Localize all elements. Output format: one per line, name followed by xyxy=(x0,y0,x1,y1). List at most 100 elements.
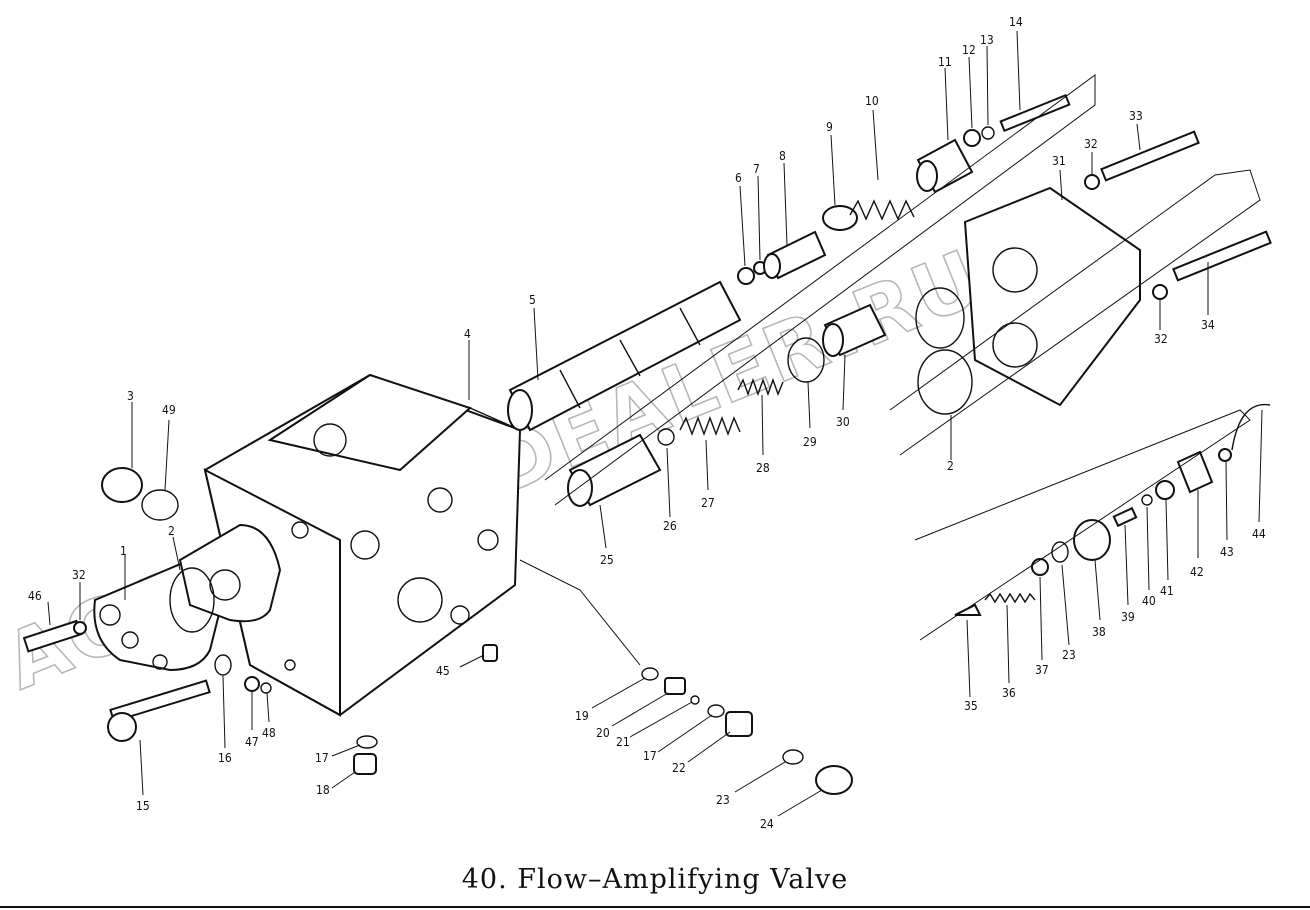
callout-1: 1 xyxy=(120,544,127,558)
callout-37: 37 xyxy=(1035,663,1049,677)
callout-33: 33 xyxy=(1129,109,1143,123)
o-ring-19 xyxy=(641,667,659,681)
callout-38: 38 xyxy=(1092,625,1106,639)
bolt-14 xyxy=(999,93,1071,133)
figure-caption: 40. Flow–Amplifying Valve xyxy=(461,864,849,895)
callout-18: 18 xyxy=(316,783,330,797)
plug-30 xyxy=(822,303,887,357)
callout-25: 25 xyxy=(600,553,614,567)
bolt-34 xyxy=(1172,230,1272,282)
callout-16: 16 xyxy=(218,751,232,765)
spring-10 xyxy=(849,199,915,221)
callout-labels: 1 2 2 3 4 5 6 7 8 9 10 11 12 13 14 15 16… xyxy=(28,15,1266,831)
washer-32-left xyxy=(73,621,87,635)
nut-11 xyxy=(916,138,974,194)
callout-24: 24 xyxy=(760,817,774,831)
wire-44 xyxy=(1231,403,1271,451)
callout-8: 8 xyxy=(779,149,786,163)
plug-24 xyxy=(815,765,853,795)
callout-23-lower: 23 xyxy=(716,793,730,807)
callout-32-right: 32 xyxy=(1154,332,1168,346)
plug-3 xyxy=(101,467,143,503)
callout-7: 7 xyxy=(753,162,760,176)
group-outline-pilot xyxy=(914,409,1251,641)
nut-37 xyxy=(1031,558,1049,576)
callout-41: 41 xyxy=(1160,584,1174,598)
callout-46: 46 xyxy=(28,589,42,603)
ring-13 xyxy=(981,126,995,140)
nut-38 xyxy=(1073,519,1111,561)
callout-43: 43 xyxy=(1220,545,1234,559)
plug-8 xyxy=(763,230,827,280)
callout-39: 39 xyxy=(1121,610,1135,624)
ring-40 xyxy=(1141,494,1153,506)
o-ring-2-right xyxy=(917,349,973,415)
o-ring-2-left xyxy=(169,567,215,633)
group-outline-cover xyxy=(889,169,1261,456)
ball-21 xyxy=(690,695,700,705)
plug-47 xyxy=(244,676,260,692)
washer-12 xyxy=(963,129,981,147)
callout-28: 28 xyxy=(756,461,770,475)
callout-47: 47 xyxy=(245,735,259,749)
callout-15: 15 xyxy=(136,799,150,813)
callout-40: 40 xyxy=(1142,594,1156,608)
bolt-33 xyxy=(1100,130,1200,182)
o-ring-upper xyxy=(915,287,965,349)
o-ring-23-lower xyxy=(782,749,804,765)
pin-39 xyxy=(1112,506,1138,528)
callout-10: 10 xyxy=(865,94,879,108)
washer-32-right xyxy=(1152,284,1168,300)
callout-21: 21 xyxy=(616,735,630,749)
bottom-rule xyxy=(0,906,1310,908)
callout-27: 27 xyxy=(701,496,715,510)
callout-49: 49 xyxy=(162,403,176,417)
callout-6: 6 xyxy=(735,171,742,185)
callout-30: 30 xyxy=(836,415,850,429)
washer-6 xyxy=(737,267,755,285)
callout-14: 14 xyxy=(1009,15,1023,29)
callout-3: 3 xyxy=(127,389,134,403)
needle-35 xyxy=(954,603,982,616)
callout-5: 5 xyxy=(529,293,536,307)
cap-42 xyxy=(1176,450,1214,494)
o-ring-49 xyxy=(141,489,179,521)
ring-26 xyxy=(657,428,675,446)
callout-13: 13 xyxy=(980,33,994,47)
callout-12: 12 xyxy=(962,43,976,57)
callout-32-top: 32 xyxy=(1084,137,1098,151)
washer-9 xyxy=(822,205,858,231)
plug-45 xyxy=(482,644,498,662)
plug-18 xyxy=(353,753,377,775)
bolt-15 xyxy=(109,679,211,723)
callout-48: 48 xyxy=(262,726,276,740)
spring-36 xyxy=(984,592,1036,604)
sleeve-25 xyxy=(567,433,662,507)
spool-5 xyxy=(507,280,742,432)
callout-42: 42 xyxy=(1190,565,1204,579)
callout-17-right: 17 xyxy=(643,749,657,763)
callout-23-right: 23 xyxy=(1062,648,1076,662)
plug-20 xyxy=(664,677,686,695)
callout-34: 34 xyxy=(1201,318,1215,332)
callout-9: 9 xyxy=(826,120,833,134)
o-ring-17-bottom xyxy=(356,735,378,749)
callout-44: 44 xyxy=(1252,527,1266,541)
group-line-lower xyxy=(519,559,641,666)
o-ring-17-right xyxy=(707,704,725,718)
callout-20: 20 xyxy=(596,726,610,740)
callout-26: 26 xyxy=(663,519,677,533)
o-ring-48 xyxy=(260,682,272,694)
callout-45: 45 xyxy=(436,664,450,678)
callout-35: 35 xyxy=(964,699,978,713)
washer-32-top xyxy=(1084,174,1100,190)
cap-43 xyxy=(1218,448,1232,462)
flange-part-2 xyxy=(178,523,282,623)
group-outline-spool xyxy=(544,74,1096,506)
o-ring-29 xyxy=(787,337,825,383)
callout-2-left: 2 xyxy=(168,524,175,538)
callout-2-right: 2 xyxy=(947,459,954,473)
callout-29: 29 xyxy=(803,435,817,449)
bolt-15-head xyxy=(107,712,137,742)
